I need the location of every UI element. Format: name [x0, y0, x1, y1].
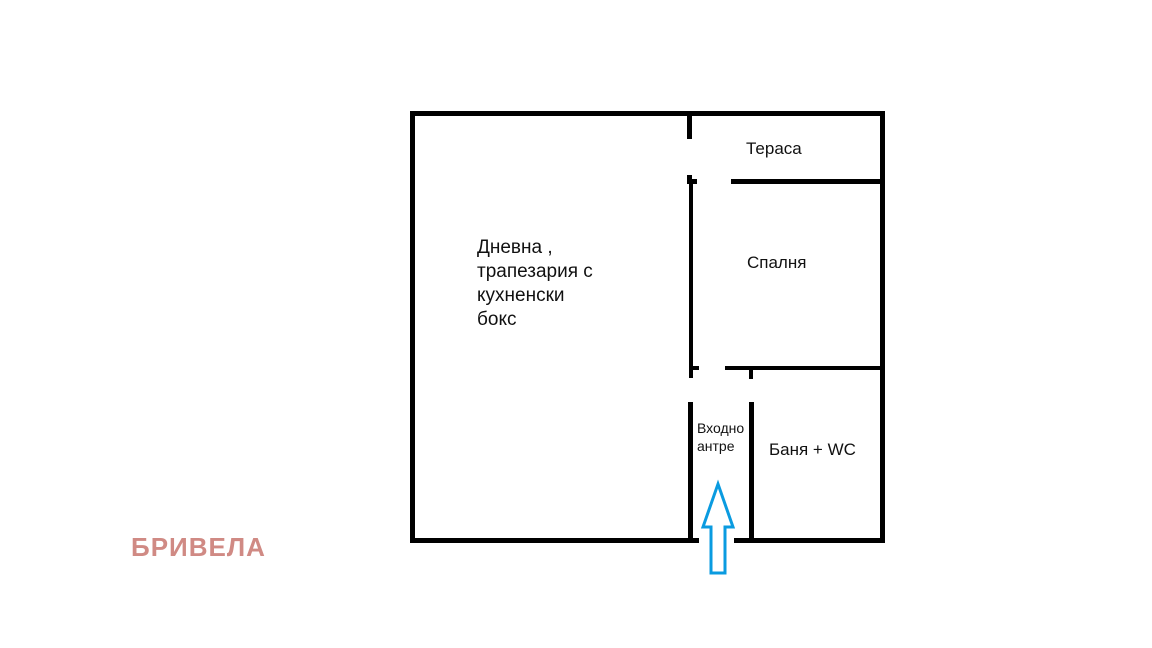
- brand-logo: БРИВЕЛА: [131, 532, 266, 562]
- wall-left: [410, 111, 415, 543]
- wall-terrace-bedroom-right: [731, 179, 885, 184]
- living-label-line2: трапезария с: [477, 261, 593, 282]
- wall-bedroom-bath: [725, 366, 885, 370]
- walls: [410, 111, 885, 543]
- living-label-line1: Дневна ,: [477, 237, 553, 258]
- wall-living-hall: [688, 402, 693, 540]
- room-label-living: Дневна , трапезария с кухненски бокс: [477, 236, 593, 332]
- living-label-line4: бокс: [477, 309, 517, 330]
- wall-hall-bath: [749, 402, 754, 540]
- room-label-bedroom: Спалня: [747, 253, 807, 272]
- wall-terrace-bedroom-left: [687, 179, 697, 184]
- room-label-hall: Входно антре: [697, 419, 744, 455]
- wall-living-terrace: [687, 111, 692, 139]
- wall-top: [410, 111, 885, 116]
- wall-living-hall-stub: [689, 368, 693, 378]
- wall-hall-bath-stub: [749, 368, 753, 379]
- entrance-arrow-icon: [700, 479, 736, 575]
- wall-right: [880, 111, 885, 543]
- hall-label-line2: антре: [697, 438, 735, 454]
- living-label-line3: кухненски: [477, 285, 565, 306]
- wall-living-bedroom-lower: [689, 183, 693, 368]
- wall-bedroom-hall-left: [689, 366, 699, 370]
- room-label-terrace: Тераса: [746, 139, 802, 158]
- hall-label-line1: Входно: [697, 420, 745, 436]
- wall-bottom-right: [734, 538, 885, 543]
- wall-bottom-left: [410, 538, 699, 543]
- room-label-bathroom: Баня + WC: [769, 440, 856, 459]
